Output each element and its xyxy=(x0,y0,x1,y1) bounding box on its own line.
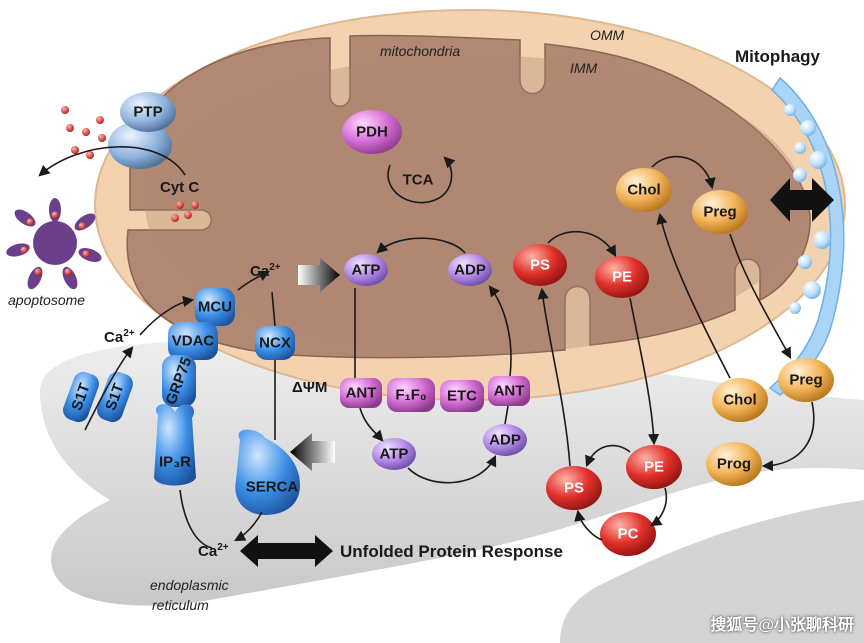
ca-to-mcu-arrow xyxy=(139,295,195,336)
etc-node xyxy=(440,380,484,412)
pe-to-pc-arrow xyxy=(650,487,668,527)
f1f0-node xyxy=(387,378,435,412)
mitochondria-label: mitochondria xyxy=(380,43,460,59)
mitophagy-label: Mitophagy xyxy=(735,47,821,66)
imm-label: IMM xyxy=(570,60,598,76)
chol-to-preg-mito-arrow xyxy=(651,155,716,190)
ant-left-label: ANT xyxy=(346,385,377,402)
mcu-to-ca-arrow xyxy=(237,270,271,291)
mitophagy-membrane xyxy=(768,76,845,396)
atp-to-adp-arrow xyxy=(407,454,497,484)
chol-er-label: Chol xyxy=(723,392,756,409)
adp-ant-line xyxy=(504,405,509,425)
pe-mito-label: PE xyxy=(612,269,632,286)
adp-top-label: ADP xyxy=(454,262,486,279)
s1t-arrow xyxy=(84,346,134,431)
ca-cyto-label: Ca2+ xyxy=(104,328,135,346)
pc-to-ps-arrow xyxy=(574,509,603,541)
watermark: 搜狐号@小张聊科研 xyxy=(710,617,854,634)
pe-to-ps-er-arrow xyxy=(585,444,631,468)
pdh-node xyxy=(342,110,402,154)
serca-node xyxy=(235,429,300,515)
ant-atp-arrow xyxy=(359,407,384,442)
mitophagy-double-arrow xyxy=(770,178,834,222)
apoptosome xyxy=(6,198,102,290)
adp-bottom-node xyxy=(483,424,527,456)
mcu-label: MCU xyxy=(198,299,232,316)
pe-er-label: PE xyxy=(644,459,664,476)
ca-er-label: Ca2+ xyxy=(198,542,229,560)
ca-uptake-big-arrow xyxy=(298,258,340,292)
omm-label: OMM xyxy=(590,27,625,43)
ip3r-label: IP₃R xyxy=(159,454,191,471)
ps-er-label: PS xyxy=(564,480,584,497)
ps-mito-label: PS xyxy=(530,257,550,274)
adp-top-node xyxy=(448,254,492,286)
preg-mito-node xyxy=(692,190,748,234)
upr-label: Unfolded Protein Response xyxy=(340,542,563,561)
ca-to-ncx-line xyxy=(271,291,276,327)
preg-er-node xyxy=(778,358,834,402)
atp-top-node xyxy=(344,254,388,286)
adp-bottom-label: ADP xyxy=(489,432,521,449)
cytc-dots xyxy=(61,106,199,222)
chol-mito-node xyxy=(616,168,672,212)
mcu-node xyxy=(195,288,235,326)
ant-left-node xyxy=(340,378,382,408)
vdac-node xyxy=(168,322,218,360)
ncx-node xyxy=(255,326,295,360)
pe-mito-node xyxy=(595,256,649,298)
serca-to-er-ca-arrow xyxy=(234,511,263,542)
prog-er-node xyxy=(706,442,762,486)
er-label-2: reticulum xyxy=(152,597,209,613)
atp-bottom-node xyxy=(372,438,416,470)
chol-er-node xyxy=(712,378,768,422)
chol-er-to-mito-arrow xyxy=(656,212,731,379)
adp-to-atp-arrow xyxy=(376,237,466,254)
pe-er-node xyxy=(626,445,682,489)
adp-up-arrow xyxy=(488,285,512,377)
ps-to-pe-mito-arrow xyxy=(547,230,617,257)
cytc-release-arrow xyxy=(38,146,186,177)
s1t-a-node xyxy=(63,371,99,423)
cytc-label: Cyt C xyxy=(160,179,199,196)
ps-mito-node xyxy=(513,244,567,286)
atp-top-label: ATP xyxy=(352,262,381,279)
chol-mito-label: Chol xyxy=(627,182,660,199)
serca-label: SERCA xyxy=(246,479,299,496)
ps-er-node xyxy=(546,466,602,510)
tca-label: TCA xyxy=(403,172,434,189)
ptp-channel: PTP xyxy=(108,92,176,169)
pe-mito-to-er-arrow xyxy=(629,297,660,446)
ptp-label: PTP xyxy=(133,104,162,121)
pc-er-label: PC xyxy=(618,526,639,543)
prog-er-label: Prog xyxy=(717,456,751,473)
grp75-node xyxy=(162,355,196,407)
f1f0-label: F₁F₀ xyxy=(395,387,426,404)
vdac-label: VDAC xyxy=(172,333,215,350)
dpsim-label: ΔΨM xyxy=(292,379,327,396)
pc-er-node xyxy=(600,512,656,556)
ip3r-node xyxy=(154,404,196,486)
ncx-label: NCX xyxy=(259,335,291,352)
preg-mito-label: Preg xyxy=(703,204,736,221)
er-ca-to-ip3r-line xyxy=(179,489,213,549)
ant-right-label: ANT xyxy=(494,383,525,400)
preg-to-prog-arrow xyxy=(761,401,815,472)
ant-right-node xyxy=(488,376,530,406)
atp-bottom-label: ATP xyxy=(380,446,409,463)
preg-er-label: Preg xyxy=(789,372,822,389)
ps-er-to-mito-arrow xyxy=(537,287,571,467)
serca-big-arrow xyxy=(290,433,335,471)
apoptosome-label: apoptosome xyxy=(8,292,85,308)
upr-double-arrow xyxy=(240,535,333,567)
s1t-b-node xyxy=(97,371,133,423)
tca-cycle-arrow xyxy=(387,156,456,204)
er-label: endoplasmic xyxy=(150,577,229,593)
preg-mito-to-er-arrow xyxy=(729,233,792,359)
pdh-label: PDH xyxy=(356,124,388,141)
etc-label: ETC xyxy=(447,388,477,405)
